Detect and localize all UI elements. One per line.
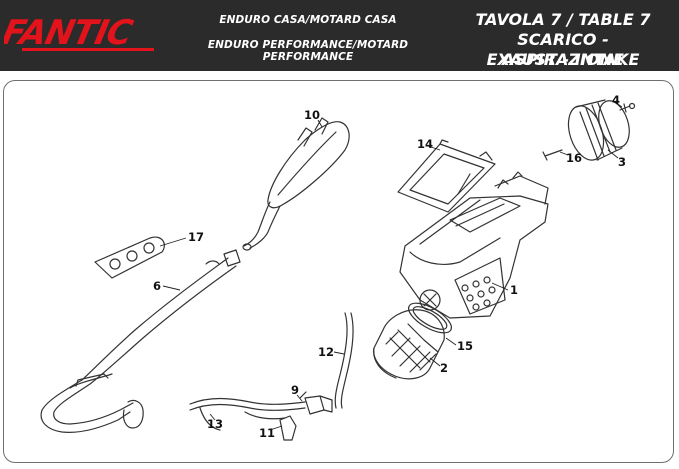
section-title-en: EXAUST - INTAKE	[486, 50, 640, 69]
callout-13: 13	[207, 417, 223, 431]
callout-17: 17	[188, 230, 204, 244]
callout-1: 1	[510, 283, 518, 297]
callout-16: 16	[566, 151, 582, 165]
silencer-part	[242, 117, 350, 251]
air-filter-part	[567, 99, 630, 161]
breather-hose-part	[334, 312, 354, 409]
airbox-cover-part	[397, 139, 496, 213]
intake-boot-part	[373, 302, 452, 380]
callout-10: 10	[304, 108, 320, 122]
models-line-1: ENDURO CASA/MOTARD CASA	[219, 14, 397, 26]
callout-4: 4	[612, 93, 620, 107]
table-title: TAVOLA 7 / TABLE 7	[475, 10, 651, 29]
header-bar: FANTIC ENDURO CASA/MOTARD CASA ENDURO PE…	[0, 0, 679, 71]
models-line-2: ENDURO PERFORMANCE/MOTARD PERFORMANCE	[207, 39, 409, 63]
callout-3: 3	[618, 155, 626, 169]
filter-screws	[542, 102, 636, 161]
callout-labels: 10 17 6 1 2 15 3 4 16 14 12 9 11 13	[153, 93, 626, 440]
callout-2: 2	[440, 361, 448, 375]
callout-9: 9	[291, 383, 299, 397]
leader-lines	[159, 101, 623, 431]
logo-text: FANTIC	[4, 13, 136, 53]
callout-12: 12	[318, 345, 334, 359]
fantic-logo: FANTIC	[4, 13, 154, 53]
section-title-it: SCARICO - ASPIRAZIONE	[502, 30, 624, 69]
callout-6: 6	[153, 279, 161, 293]
callout-15: 15	[457, 339, 473, 353]
airbox-part	[399, 171, 549, 319]
callout-14: 14	[417, 137, 433, 151]
callout-11: 11	[259, 426, 275, 440]
air-valve-assembly	[189, 391, 333, 441]
diagram-frame	[3, 80, 674, 463]
exhaust-pipe-part	[40, 249, 241, 433]
heat-shield-part	[94, 236, 165, 279]
